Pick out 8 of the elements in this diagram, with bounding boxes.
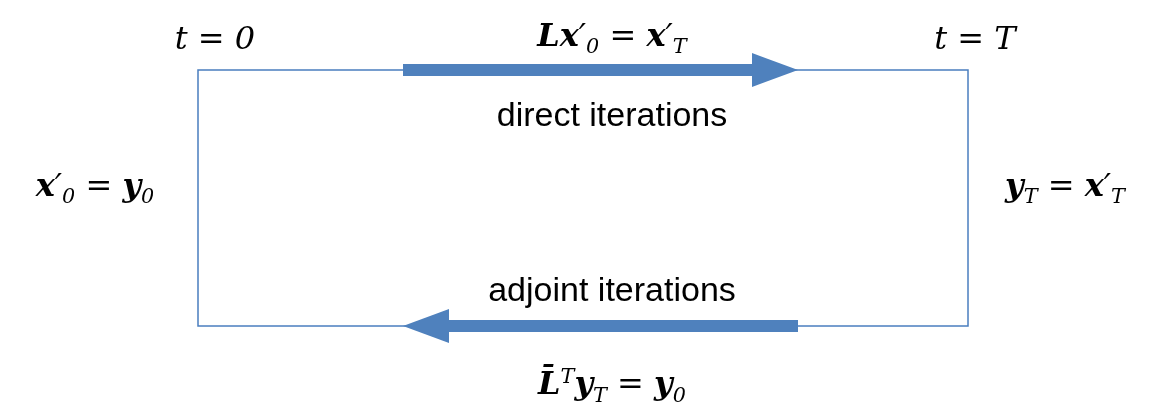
equation: y$_{T}$ = x′$_{T}$ bbox=[1005, 166, 1125, 210]
time-label: t = T bbox=[934, 19, 1016, 57]
equation: x′$_{0}$ = y$_{0}$ bbox=[35, 166, 155, 210]
process-label: direct iterations bbox=[496, 95, 728, 135]
equation: Lx′$_{0}$ = x′$_{T}$ bbox=[537, 16, 687, 60]
equation: L̄$^{T}$y$_{T}$ = y$_{0}$ bbox=[538, 364, 686, 408]
process-label: adjoint iterations bbox=[488, 270, 736, 310]
time-label: t = 0 bbox=[174, 19, 256, 57]
